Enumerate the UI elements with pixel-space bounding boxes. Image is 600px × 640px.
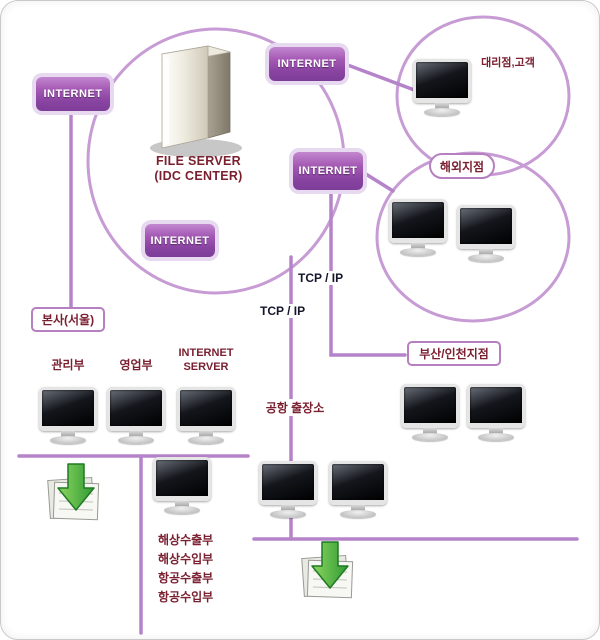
label-airport-office: 공항 출장소 [255,399,335,416]
monitor-base [424,108,460,116]
monitor-base [478,433,514,441]
monitor-screen [107,387,165,431]
documents-download-icon-bottom [301,541,354,599]
label-tcpip-1: TCP / IP [295,271,347,285]
cargo-dept-list: 해상수출부 해상수입부 항공수출부 항공수입부 [158,531,213,607]
internet-node-airport: INTERNET [145,224,215,257]
monitor-screen [177,387,235,431]
monitor-screen [467,384,525,428]
label-admin-dept: 관리부 [51,358,85,372]
monitor-stand [61,431,75,438]
label-headquarters: 본사(서울) [31,307,105,332]
file-server-icon [150,45,242,157]
monitor-stand [129,431,143,438]
label-sales-dept: 영업부 [119,358,153,372]
file-server-title: FILE SERVER [155,154,242,168]
monitor-screen [457,205,515,249]
monitor-base [118,436,154,444]
monitor-screen [329,461,387,505]
pc-busan-1 [401,384,459,441]
monitor-base [340,510,376,518]
pc-admin-dept [39,387,97,444]
label-busan-incheon: 부산/인천지점 [407,341,501,366]
pc-overseas-2 [457,205,515,262]
label-tcpip-2: TCP / IP [257,304,309,318]
monitor-base [50,436,86,444]
pc-cargo-dept [153,457,211,514]
pc-agency-customer [413,59,471,116]
monitor-screen [153,457,211,501]
pc-airport-1 [259,461,317,518]
monitor-stand [435,103,449,110]
monitor-stand [351,505,365,512]
monitor-screen [259,461,317,505]
label-agency-customer: 대리점,고객 [481,57,535,69]
label-internet-server: INTERNET SERVER [169,346,243,374]
label-sea-export: 해상수출부 [158,533,214,547]
monitor-base [412,433,448,441]
monitor-base [400,248,436,256]
pc-busan-2 [467,384,525,441]
label-overseas-branch: 해외지점 [429,153,495,179]
internet-node-hq: INTERNET [36,77,110,111]
label-sea-import: 해상수입부 [158,552,214,566]
monitor-stand [175,501,189,508]
pc-internet-server [177,387,235,444]
pc-overseas-1 [389,199,447,256]
monitor-screen [413,59,471,103]
documents-download-icon-left [47,463,100,521]
monitor-stand [281,505,295,512]
internet-node-overseas: INTERNET [293,152,363,190]
monitor-screen [401,384,459,428]
monitor-base [468,254,504,262]
monitor-stand [479,249,493,256]
wire-agency [343,62,419,93]
monitor-stand [411,243,425,250]
monitor-base [270,510,306,518]
monitor-stand [199,431,213,438]
internet-node-agency: INTERNET [269,47,345,81]
label-air-export: 항공수출부 [158,571,214,585]
label-air-import: 항공수입부 [158,590,214,604]
label-internet-server-line2: SERVER [183,361,229,373]
monitor-screen [389,199,447,243]
wire-overseas [359,169,395,193]
pc-airport-2 [329,461,387,518]
pc-sales-dept [107,387,165,444]
monitor-stand [489,428,503,435]
monitor-base [188,436,224,444]
monitor-screen [39,387,97,431]
monitor-base [164,506,200,514]
monitor-stand [423,428,437,435]
file-server-subtitle: (IDC CENTER) [154,169,243,183]
label-internet-server-line1: INTERNET [178,347,234,359]
wire-busan [329,187,407,357]
